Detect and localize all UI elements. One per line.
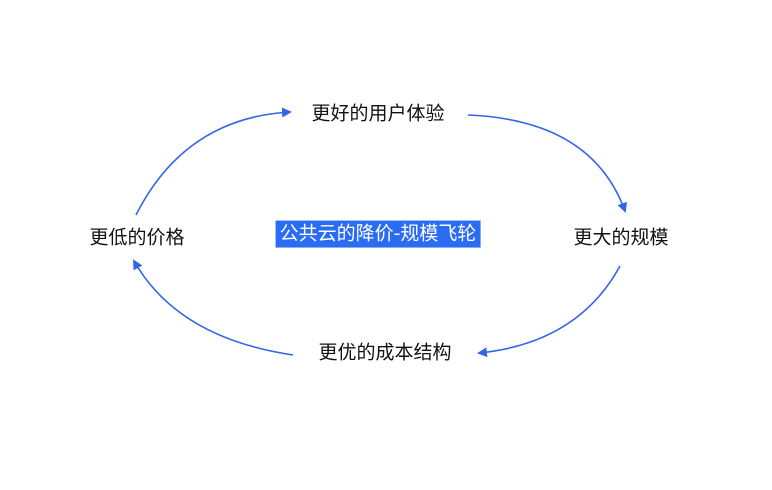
node-better-cost-structure: 更优的成本结构	[318, 341, 452, 364]
arrow-top-to-right	[467, 114, 627, 213]
node-lower-price: 更低的价格	[89, 226, 185, 249]
arrow-right-to-bottom	[477, 265, 621, 358]
node-better-user-experience: 更好的用户体验	[311, 102, 445, 125]
center-title-highlight: 公共云的降价-规模飞轮	[275, 220, 481, 248]
arrow-left-to-top	[135, 107, 292, 216]
node-larger-scale: 更大的规模	[573, 226, 669, 249]
arrow-bottom-to-left	[133, 259, 294, 356]
